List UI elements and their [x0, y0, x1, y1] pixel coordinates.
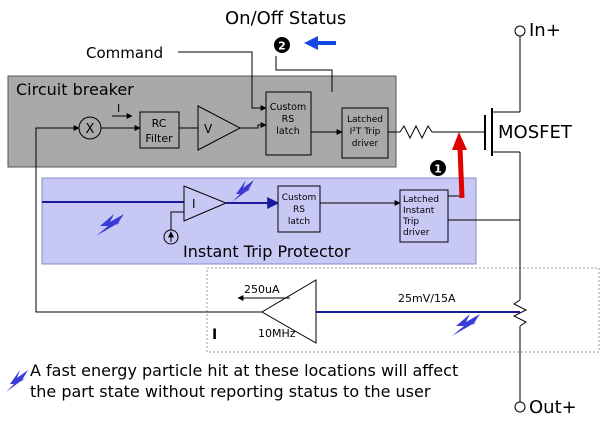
latched-i2t-label-1: Latched	[347, 115, 383, 125]
in-plus-label: In+	[529, 20, 561, 41]
sense-i-label: I	[212, 327, 217, 343]
itp-latched-label-3: Trip	[402, 217, 419, 227]
instant-trip-arrow-red	[457, 147, 465, 199]
on-off-status-label: On/Off Status	[225, 8, 346, 29]
marker-1-number: 1	[434, 163, 442, 176]
rc-filter-label-2: Filter	[145, 132, 173, 145]
custom-rs-label-2: RS	[282, 114, 295, 125]
lightning-icon-note	[6, 370, 28, 392]
lightning-icon-itp-input	[96, 214, 124, 236]
custom-rs-label-3: latch	[276, 126, 299, 137]
custom-rs-label-1: Custom	[270, 102, 306, 113]
status-arrow-head	[304, 36, 318, 50]
circuit-breaker-label: Circuit breaker	[16, 80, 134, 99]
custom-rs-latch-block	[265, 91, 312, 156]
v-to-rs-wire	[240, 122, 267, 129]
instant-trip-arrow-head	[452, 132, 467, 150]
v-amplifier-label: V	[204, 122, 213, 136]
sense-scale-label: 25mV/15A	[398, 292, 456, 305]
itp-custom-rs-latch-block	[277, 185, 321, 233]
rc-filter-block	[139, 111, 180, 149]
current-i-label: I	[117, 102, 120, 115]
latched-i2t-label-3: driver	[352, 139, 379, 149]
command-label: Command	[86, 44, 163, 62]
marker-2-number: 2	[278, 40, 286, 53]
itp-custom-label-2: RS	[293, 205, 305, 215]
itp-custom-label-3: latch	[288, 217, 310, 227]
status-wire	[275, 56, 333, 92]
note-line-2: the part state without reporting status …	[30, 382, 431, 401]
itp-amplifier-label: I	[192, 197, 196, 211]
itp-amplifier	[183, 185, 228, 222]
v-amplifier	[197, 105, 242, 151]
note-line-1: A fast energy particle hit at these loca…	[30, 361, 458, 380]
itp-latched-label-1: Latched	[403, 195, 439, 205]
latched-i2t-driver-block	[341, 107, 389, 159]
command-wire	[178, 51, 267, 111]
itp-custom-label-1: Custom	[282, 193, 316, 203]
itp-latched-driver-block	[399, 189, 449, 243]
gate-resistor	[399, 124, 433, 140]
out-plus-label: Out+	[529, 397, 577, 418]
instant-trip-protector-label: Instant Trip Protector	[183, 242, 351, 261]
marker-1-badge	[430, 160, 446, 176]
current-sense-region	[206, 267, 600, 353]
rc-filter-label-1: RC	[152, 117, 167, 130]
lightning-icon-sense	[452, 314, 480, 336]
multiplier-label: X	[86, 122, 95, 137]
itp-latched-label-2: Instant	[403, 206, 435, 216]
lightning-icon-itp-amp	[232, 180, 254, 202]
mosfet-label: MOSFET	[498, 122, 573, 143]
in-plus-terminal[interactable]	[514, 25, 526, 37]
itp-current-source-wire	[170, 211, 184, 230]
out-plus-terminal[interactable]	[514, 401, 526, 413]
itp-latched-label-4: driver	[403, 228, 430, 238]
250ua-label: 250uA	[244, 283, 280, 296]
marker-2-badge	[274, 37, 290, 53]
sense-amplifier	[261, 279, 317, 344]
latched-i2t-label-2: I²T Trip	[350, 127, 381, 137]
10mhz-label: 10MHz	[258, 327, 296, 340]
